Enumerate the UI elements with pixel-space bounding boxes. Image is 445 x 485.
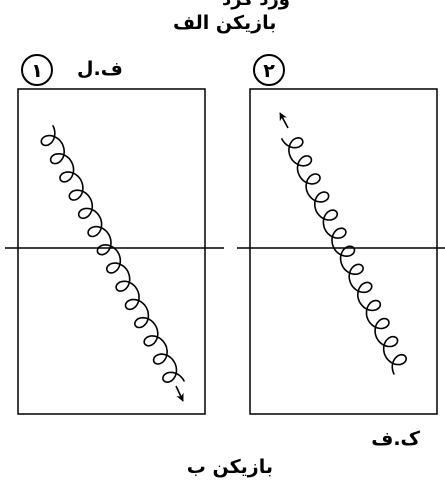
cropped-top-text: ورد کرد bbox=[222, 0, 290, 9]
panel1-badge-circle bbox=[21, 54, 53, 86]
panel2-badge-circle bbox=[253, 54, 285, 86]
panel1-tag-label: ف.ل bbox=[77, 58, 123, 80]
panel2-number: ٢ bbox=[263, 60, 275, 82]
panel1-spiral-trajectory bbox=[40, 125, 185, 383]
panel2-frame bbox=[249, 88, 438, 415]
panel1-player-label: بازیکن الف bbox=[173, 12, 277, 34]
panel2-arrowhead bbox=[279, 112, 289, 129]
panel2-number-badge: ٢ bbox=[253, 54, 285, 86]
panel2-spiral-trajectory bbox=[281, 137, 407, 375]
panel1-arrowhead bbox=[175, 385, 184, 402]
panel1-number-badge: ١ bbox=[21, 54, 53, 86]
panel2-player-label: بازیکن ب bbox=[186, 456, 273, 478]
panel1-number: ١ bbox=[31, 60, 43, 82]
panel2-tag-label: ک.ف bbox=[371, 428, 420, 450]
panel1-frame bbox=[17, 88, 206, 415]
